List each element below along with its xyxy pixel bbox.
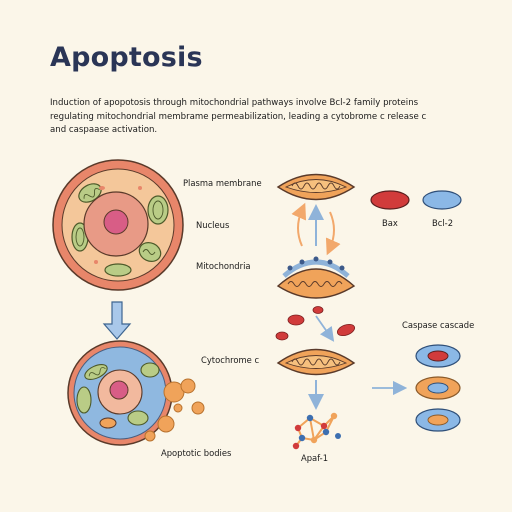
label-cytochrome-c: Cytochrome c [201, 355, 260, 365]
caspase-cascade [415, 344, 461, 432]
bax-protein [370, 190, 410, 210]
apoptotic-cell [67, 340, 205, 446]
cytochrome-c-fragments [275, 306, 356, 341]
bcl2-protein [422, 190, 462, 210]
label-caspase-cascade: Caspase cascade [402, 320, 475, 330]
cytochrome-arrow [315, 315, 335, 342]
transition-arrow [102, 301, 132, 340]
apoptotic-bodies [144, 378, 205, 442]
healthy-mitochondria [71, 183, 169, 277]
description: Induction of apopotosis through mitochon… [50, 97, 470, 138]
description-line-2: regulating mitochondrial membrame permea… [50, 111, 427, 122]
mitochondrion-middle [276, 256, 356, 299]
mitochondrion-top [276, 173, 356, 201]
label-apoptotic-bodies: Apoptotic bodies [161, 448, 232, 458]
label-bcl2: Bcl-2 [432, 218, 454, 228]
healthy-nucleolus [103, 209, 129, 235]
healthy-cell [52, 159, 184, 291]
description-line-3: and caspaase activation. [50, 125, 158, 135]
return-arrow-orange [325, 211, 341, 256]
page-title: Apoptosis [50, 42, 203, 73]
label-plasma-membrane: Plasma membrane [183, 178, 262, 188]
label-nucleus: Nucleus [196, 220, 230, 230]
mitochondrion-bottom [276, 348, 356, 376]
release-arrow-orange [291, 202, 307, 247]
label-mitochondria: Mitochondria [196, 261, 251, 271]
apaf1-complex [292, 412, 341, 450]
label-apaf1: Apaf-1 [301, 453, 329, 463]
description-line-1: Induction of apopotosis through mitochon… [50, 98, 419, 108]
label-bax: Bax [382, 218, 398, 228]
